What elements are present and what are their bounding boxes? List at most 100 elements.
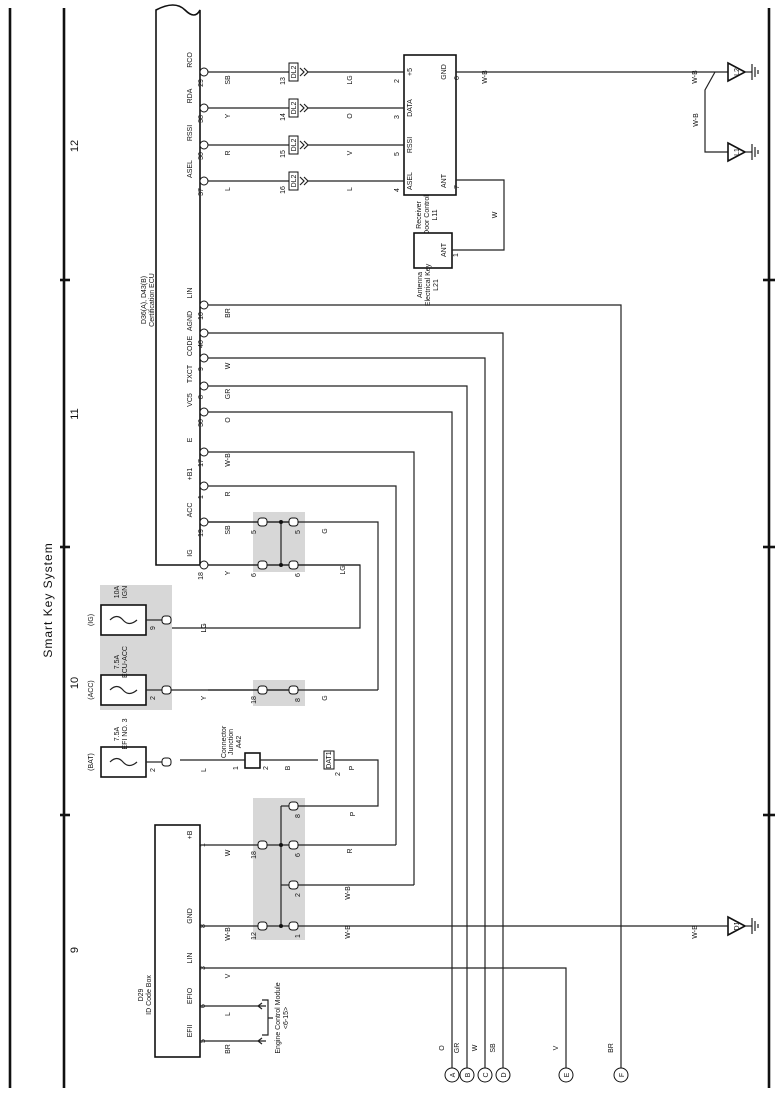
wire-code: W-B bbox=[692, 70, 699, 84]
ecu-wire-code: SB bbox=[225, 525, 232, 535]
splice-pin bbox=[288, 840, 299, 850]
fuse-icon bbox=[109, 615, 138, 625]
splice-number: 5 bbox=[251, 530, 258, 534]
fuse-icon bbox=[109, 685, 138, 695]
ecu-pin-circle bbox=[199, 300, 209, 310]
ic-connector-number: 15 bbox=[280, 150, 287, 158]
fuse-rating: 10A bbox=[114, 585, 121, 598]
ecu-pin-name: RDA bbox=[187, 88, 194, 103]
ecu-pin-circle bbox=[199, 447, 209, 457]
terminal-marker bbox=[459, 1067, 475, 1083]
antenna-wire-code: W bbox=[492, 211, 499, 218]
ecu-pin-name: AGND bbox=[187, 311, 194, 331]
svg-text:B: B bbox=[285, 765, 292, 770]
receiver-pin-number: 3 bbox=[394, 115, 401, 119]
junction-connector bbox=[244, 752, 261, 769]
ecu-pin-number: 17 bbox=[198, 459, 205, 467]
ic-connector-label: DL2 bbox=[291, 174, 298, 187]
ic-connector bbox=[288, 171, 299, 191]
terminal-marker bbox=[558, 1067, 574, 1083]
ecu-pin-name: +B1 bbox=[187, 468, 194, 481]
grid-number: 10 bbox=[69, 677, 81, 689]
ecu-pin-name: ASEL bbox=[187, 160, 194, 178]
ground-symbol-l1: L1 bbox=[727, 141, 759, 163]
splice-number: 6 bbox=[251, 573, 258, 577]
ecu-pin-circle bbox=[199, 140, 209, 150]
ecu-pin-name: ACC bbox=[187, 503, 194, 518]
ecu-wire-code: R bbox=[225, 150, 232, 155]
fuse-box bbox=[100, 604, 147, 636]
id-code-box bbox=[154, 824, 201, 1058]
ecu-pin-name: TXCT bbox=[187, 364, 194, 383]
splice-dot bbox=[279, 843, 283, 847]
svg-text:L2: L2 bbox=[734, 68, 741, 76]
ecu-wire-code: R bbox=[225, 491, 232, 496]
terminal-id: D bbox=[501, 1072, 508, 1077]
wire-code: O bbox=[347, 113, 354, 119]
ecu-pin-number: 18 bbox=[198, 572, 205, 580]
grid-number: 11 bbox=[69, 408, 81, 419]
svg-text:1: 1 bbox=[233, 766, 240, 770]
terminal-id: A bbox=[450, 1072, 457, 1077]
ecu-pin-circle bbox=[199, 481, 209, 491]
ecu-pin-circle bbox=[199, 407, 209, 417]
id-box-name: ID Code Box bbox=[146, 975, 153, 1015]
harness-wire bbox=[208, 332, 504, 1068]
id-box-pin-name: LIN bbox=[187, 953, 194, 964]
splice-pin bbox=[288, 801, 299, 811]
fuse-icon bbox=[109, 757, 138, 767]
splice-dot bbox=[279, 520, 283, 524]
receiver-name: Receiver bbox=[416, 201, 423, 229]
ecu-wire-code: BR bbox=[225, 308, 232, 318]
splice-dot bbox=[279, 924, 283, 928]
ic-connector-label: DL2 bbox=[291, 65, 298, 78]
ecu-wire-code: L bbox=[225, 187, 232, 191]
wire-code: W-B bbox=[345, 925, 352, 939]
fuse-pin-number: 2 bbox=[150, 768, 157, 772]
id-box-wire-code: W bbox=[225, 849, 232, 856]
splice-number: 12 bbox=[251, 932, 258, 940]
wire-code: LG bbox=[347, 75, 354, 84]
splice-number: 2 bbox=[295, 893, 302, 897]
ecu-wire-code: O bbox=[225, 417, 232, 423]
ecu-wire-code: Y bbox=[225, 113, 232, 118]
fuse-wire-code: L bbox=[201, 768, 208, 772]
terminal-marker bbox=[477, 1067, 493, 1083]
receiver-pin-name: ANT bbox=[441, 173, 448, 188]
splice-pin bbox=[288, 880, 299, 890]
splice-number: 18 bbox=[251, 696, 258, 704]
connector-arrows bbox=[299, 103, 309, 113]
ecm-arrows bbox=[257, 1002, 266, 1045]
splice-pin bbox=[257, 517, 268, 527]
wire-code: G bbox=[322, 695, 329, 700]
id-box-code: D29 bbox=[138, 988, 145, 1001]
door-control-receiver bbox=[403, 54, 457, 196]
terminal-marker bbox=[495, 1067, 511, 1083]
antenna-name: Electrical Key bbox=[425, 263, 432, 306]
junction-name: Connector bbox=[221, 725, 228, 758]
antenna-pin-no: 1 bbox=[453, 253, 460, 257]
junction-code: A42 bbox=[236, 736, 243, 749]
receiver-pin-number: 5 bbox=[394, 152, 401, 156]
junction-name: Junction bbox=[228, 729, 235, 755]
id-box-pin-name: EFII bbox=[187, 1025, 194, 1038]
harness-wire bbox=[208, 357, 486, 1068]
connector-arrows bbox=[299, 176, 309, 186]
ecu-pin-name: RCO bbox=[187, 52, 194, 68]
connector-arrows bbox=[299, 140, 309, 150]
ecu-pin-circle bbox=[199, 560, 209, 570]
receiver-pin-number: 4 bbox=[394, 188, 401, 192]
ecu-pin-number: 40 bbox=[198, 340, 205, 348]
ecu-pin-name: IG bbox=[187, 549, 194, 556]
wire-code: W-B bbox=[693, 113, 700, 127]
id-box-pin-name: GND bbox=[187, 908, 194, 924]
splice-number: 8 bbox=[295, 698, 302, 702]
terminal-wire-code: BR bbox=[608, 1043, 615, 1053]
receiver-pin-name: +5 bbox=[407, 68, 414, 76]
receiver-pin-name: ASEL bbox=[407, 172, 414, 190]
fuse-rating: 7.5A bbox=[114, 726, 121, 741]
id-box-wire-code: V bbox=[225, 973, 232, 978]
